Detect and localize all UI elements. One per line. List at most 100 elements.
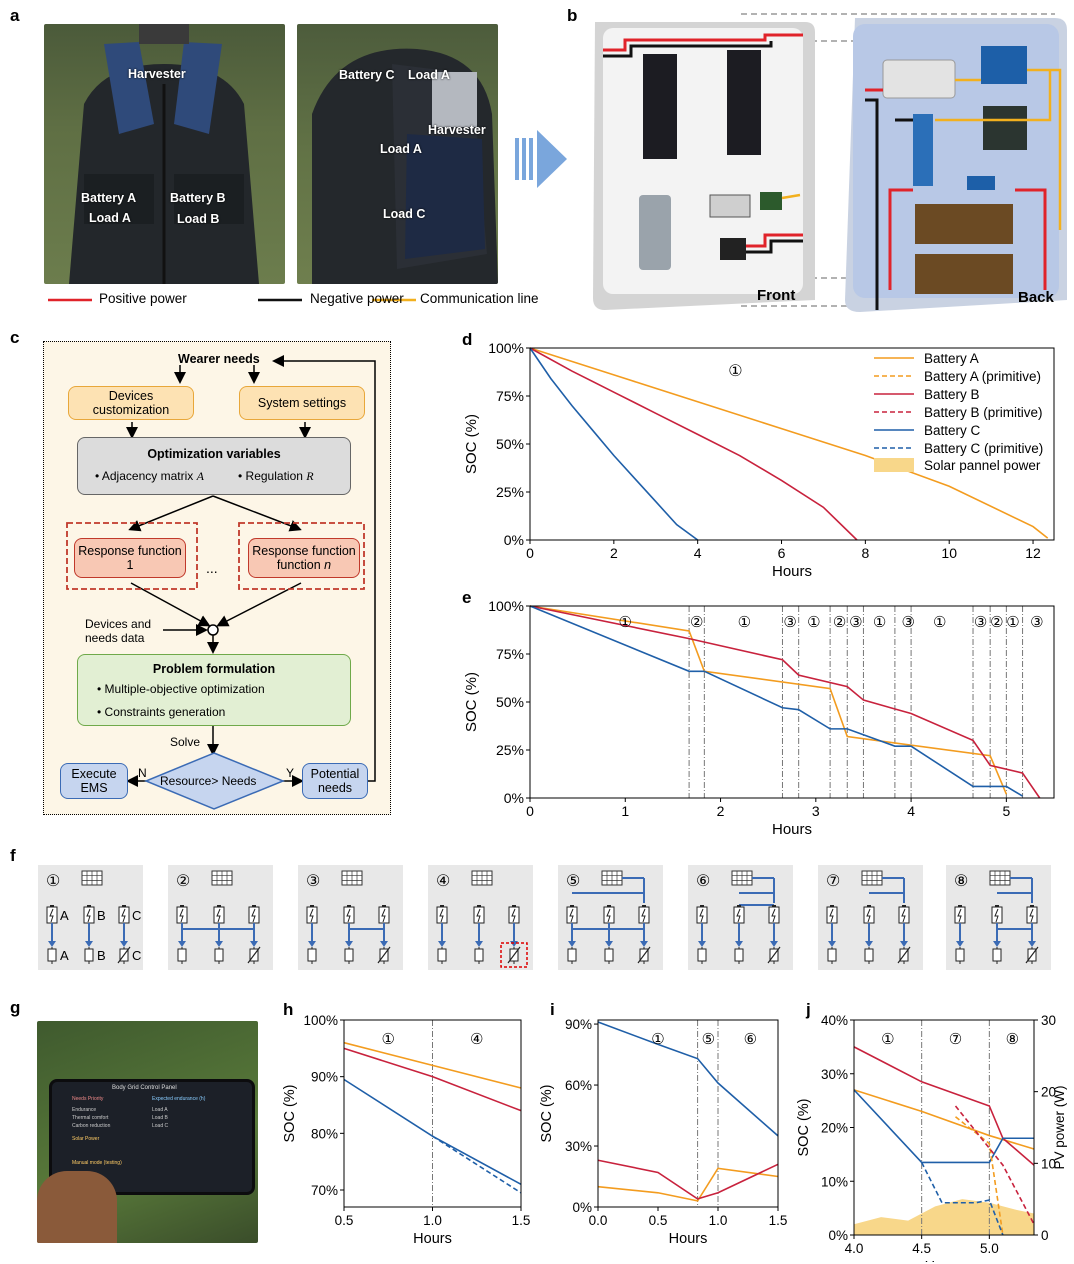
- arrow-head-icon: [438, 941, 446, 947]
- x-tick-label-2: 1.0: [709, 1213, 728, 1228]
- legend-label-4: Battery C: [924, 423, 981, 438]
- load-icon: [955, 947, 965, 964]
- mode-annotation-0: ①: [382, 1031, 395, 1048]
- legend-positive: Positive power: [99, 291, 187, 306]
- y-axis-label: SOC (%): [797, 1099, 812, 1157]
- battery-cap: [772, 905, 776, 907]
- bolt-icon: [86, 908, 91, 923]
- back-battery-c-label: Battery C: [339, 68, 395, 82]
- mode-diagram-5: ⑤: [558, 865, 663, 970]
- arrow-head-icon: [735, 941, 743, 947]
- y-tick-label-3: 75%: [496, 388, 524, 404]
- arrow-head-icon: [215, 941, 223, 947]
- load-body: [177, 948, 187, 962]
- mode-annotation-0: ①: [651, 1031, 664, 1048]
- battery-cap: [122, 905, 126, 907]
- y-tick-label-2: 20%: [821, 1121, 848, 1136]
- battery-cap: [50, 905, 54, 907]
- load-disabled-slash: [117, 946, 131, 964]
- battery-icon: [306, 905, 318, 924]
- load-rows: Load A Load B Load C: [152, 1106, 168, 1130]
- load-icon: [177, 947, 187, 964]
- load-body: [827, 948, 837, 962]
- arrow-head-icon: [178, 941, 186, 947]
- load-icon: [474, 947, 484, 964]
- front-load-b-label: Load B: [177, 212, 220, 226]
- back-wearer-illustration: [312, 48, 498, 284]
- battery-icon: [863, 905, 875, 924]
- panel-label-j: j: [806, 1000, 811, 1019]
- load-body: [437, 948, 447, 962]
- expected-endurance-label: Expected endurance (h): [152, 1096, 206, 1102]
- adjacency-item: • Adjacency matrix A: [95, 469, 204, 483]
- x-tick-label-5: 10: [941, 545, 957, 561]
- wearer-needs: Wearer needs: [178, 352, 260, 366]
- bolt-icon: [957, 908, 962, 923]
- battery-cap: [512, 905, 516, 907]
- control-panel-title: Body Grid Control Panel: [112, 1085, 177, 1091]
- plot-frame: [597, 1019, 779, 1208]
- mode-marker-5: ②: [833, 614, 846, 631]
- battery-cap: [902, 905, 906, 907]
- battery-body: [46, 906, 58, 924]
- load-icon: [84, 947, 94, 964]
- constraints-item: • Constraints generation: [97, 705, 226, 719]
- x-tick-label-4: 4: [907, 803, 915, 819]
- battery-cap: [217, 905, 221, 907]
- multi-objective-text: Multiple-objective optimization: [104, 682, 265, 696]
- load-icon: [604, 947, 614, 964]
- needs-priority-label: Needs Priority: [72, 1096, 104, 1102]
- plot-frame: [853, 1019, 1035, 1236]
- battery-body: [733, 906, 745, 924]
- x-axis-label: Hours: [772, 821, 812, 838]
- bolt-icon: [994, 908, 999, 923]
- y2-tick-label-3: 30: [1041, 1013, 1056, 1028]
- arrow-head-icon: [1028, 941, 1036, 947]
- x-tick-label-6: 12: [1025, 545, 1041, 561]
- panel-label-d: d: [462, 330, 473, 349]
- mode-annotation-2: ⑧: [1006, 1031, 1019, 1048]
- arrow-head-icon: [900, 941, 908, 947]
- load-icon: [47, 947, 57, 964]
- priority-rows: Endurance Thermal comfort Carbon reducti…: [72, 1106, 110, 1130]
- arrow-head-icon: [475, 941, 483, 947]
- x-tick-label-0: 0: [526, 803, 534, 819]
- solar-panel-icon: [601, 870, 623, 886]
- x-tick-label-0: 0: [526, 545, 534, 561]
- bolt-icon: [346, 908, 351, 923]
- battery-icon: [436, 905, 448, 924]
- load-disabled-slash: [637, 946, 651, 964]
- bolt-icon: [179, 908, 184, 923]
- x-tick-label-5: 5: [1002, 803, 1010, 819]
- battery-body: [248, 906, 260, 924]
- battery-icon: [343, 905, 355, 924]
- load-body: [955, 948, 965, 962]
- battery-body: [436, 906, 448, 924]
- legend-label-1: Battery A (primitive): [924, 369, 1041, 384]
- battery-body: [603, 906, 615, 924]
- potential-needs-box: Potential needs: [302, 763, 368, 799]
- adjacency-symbol: A: [196, 469, 204, 483]
- solve-label: Solve: [170, 735, 201, 749]
- battery-body: [213, 906, 225, 924]
- legend-label-5: Battery C (primitive): [924, 441, 1043, 456]
- battery-icon: [991, 905, 1003, 924]
- battery-icon: [733, 905, 745, 924]
- battery-label-0: A: [60, 908, 69, 923]
- y-tick-label-1: 10%: [821, 1174, 848, 1189]
- response-n-prefix: Response function: [252, 544, 356, 558]
- battery-body: [954, 906, 966, 924]
- series-line-battery-b-primitive-: [954, 1105, 1035, 1225]
- x-axis-label: Hours: [413, 1231, 452, 1247]
- bolt-icon: [1029, 908, 1034, 923]
- arrow-head-icon: [380, 941, 388, 947]
- load-icon: [697, 947, 707, 964]
- y2-tick-label-1: 10: [1041, 1156, 1056, 1171]
- mode-diagram-3: ③: [298, 865, 403, 970]
- battery-icon: [898, 905, 910, 924]
- mode-number: ⑥: [696, 873, 710, 890]
- front-battery-a-label: Battery A: [81, 191, 137, 205]
- y-tick-label-4: 100%: [488, 340, 524, 356]
- priority-row-0: Endurance: [72, 1107, 97, 1113]
